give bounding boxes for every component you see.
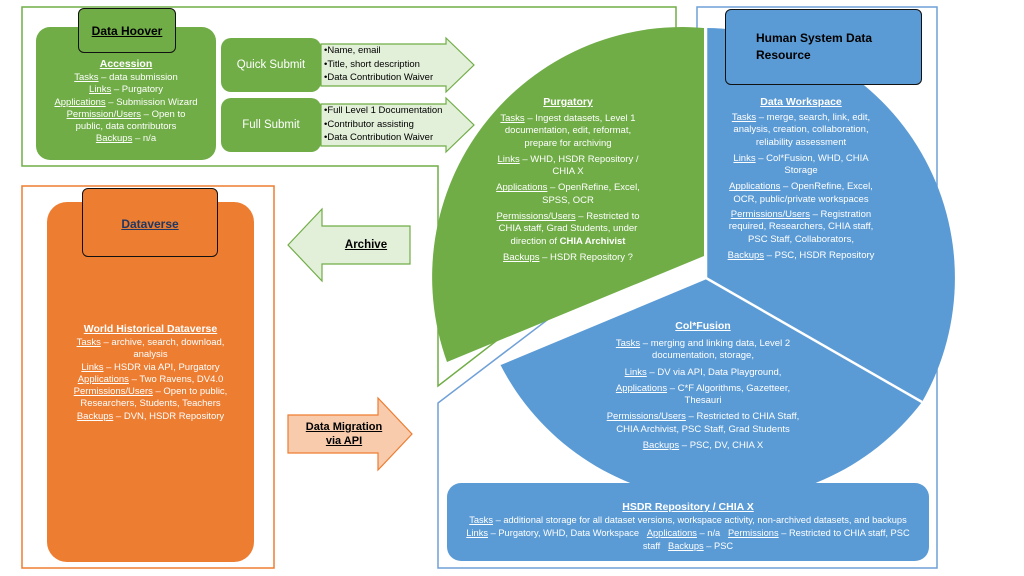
data-migration-label: Data Migration via API [305,421,383,447]
full-submit-label: Full Submit [242,119,300,131]
dataverse-box [47,202,254,562]
data-hoover-title: Data Hoover [91,24,163,38]
full-submit-bullets: Full Level 1 Documentation Contributor a… [324,104,442,145]
dataverse-title: World Historical Dataverse [83,323,218,335]
colfusion-text: Col*Fusion Tasks – merging and linking d… [598,318,808,452]
hsdr-tab: Human System Data Resource [725,9,922,85]
full-submit-box [221,98,321,152]
data-hoover-frame [21,6,677,388]
quick-submit-box [221,38,321,92]
purgatory-wedge [432,27,704,362]
accession-text: Accession Tasks – data submission Links … [40,56,212,146]
colfusion-title: Col*Fusion [675,320,731,332]
hsdr-tab-title: Human System Data Resource [756,31,873,62]
dataverse-tab: Dataverse [82,188,218,257]
dataverse-frame [21,185,275,569]
data-workspace-wedge [706,28,955,402]
repository-box [447,483,929,561]
quick-submit-label: Quick Submit [236,59,306,71]
repository-title: HSDR Repository / CHIA X [622,501,754,513]
data-hoover-tab: Data Hoover [78,8,176,53]
purgatory-text: Purgatory Tasks – Ingest datasets, Level… [484,94,652,264]
purgatory-title: Purgatory [543,96,593,108]
archive-label: Archive [344,239,388,251]
accession-title: Accession [99,58,153,70]
dataverse-tab-title: Dataverse [121,217,179,231]
quick-submit-bullets: Name, email Title, short description Dat… [324,44,433,85]
data-workspace-title: Data Workspace [760,96,842,108]
data-migration-arrow [287,396,413,472]
accession-box [36,27,216,160]
dataverse-text: World Historical Dataverse Tasks – archi… [55,322,246,423]
archive-arrow [287,207,411,283]
repository-text: HSDR Repository / CHIA X Tasks – additio… [452,500,924,553]
data-workspace-text: Data Workspace Tasks – merge, search, li… [716,94,886,262]
colfusion-wedge [500,278,922,501]
